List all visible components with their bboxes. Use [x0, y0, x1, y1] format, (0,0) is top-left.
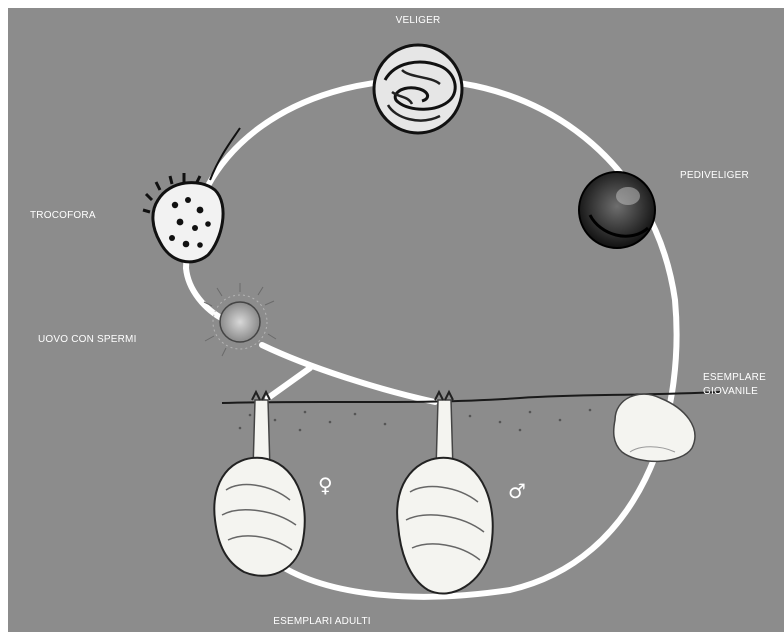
- label-veliger: VELIGER: [396, 15, 441, 26]
- male-symbol: ♂: [508, 479, 526, 503]
- female-symbol: ♀: [318, 473, 333, 497]
- label-pediveliger: PEDIVELIGER: [680, 170, 749, 181]
- label-esemplare-giovanile-line1: ESEMPLARE: [703, 372, 766, 383]
- label-uovo-con-spermi: UOVO CON SPERMI: [38, 334, 137, 345]
- pediveliger-larva: [579, 172, 655, 248]
- label-trocofora: TROCOFORA: [30, 210, 96, 221]
- label-esemplare-giovanile-line2: GIOVANILE: [703, 386, 758, 397]
- label-esemplari-adulti: ESEMPLARI ADULTI: [273, 616, 371, 627]
- veliger-larva: [374, 45, 462, 133]
